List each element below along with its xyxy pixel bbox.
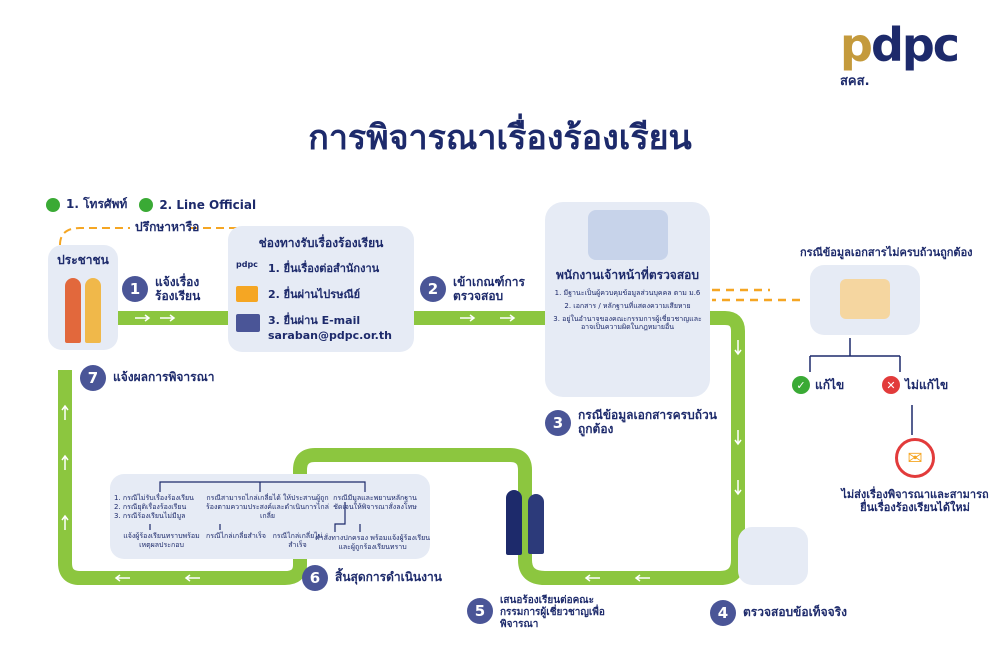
nofix-label: ไม่แก้ไข — [905, 378, 949, 392]
step-6-badge: 6 — [302, 565, 328, 591]
phone-icon — [46, 197, 60, 212]
incomplete-result: ไม่ส่งเรื่องพิจารณาและสามารถยื่นเรื่องร้… — [841, 488, 989, 515]
contact-channels: 1. โทรศัพท์ 2. Line Official — [46, 195, 256, 214]
step-7-label: แจ้งผลการพิจารณา — [113, 370, 215, 384]
email-address[interactable]: saraban@pdpc.or.th — [268, 329, 392, 342]
line-icon — [139, 197, 154, 212]
step-6-label: สิ้นสุดการดำเนินงาน — [335, 570, 442, 584]
cross-icon: ✕ — [882, 376, 900, 394]
step-5-label: เสนอร้องเรียนต่อคณะกรรมการผู้เชี่ยวชาญเพ… — [500, 595, 605, 630]
officer-card: พนักงานเจ้าหน้าที่ตรวจสอบ 1. มีฐานะเป็นผ… — [545, 202, 710, 397]
step-3-label: กรณีข้อมูลเอกสารครบถ้วนถูกต้อง — [578, 408, 717, 437]
channels-card: ช่องทางรับเรื่องร้องเรียน pdpc 1. ยื่นเร… — [228, 226, 414, 352]
people-illustration — [48, 278, 118, 343]
officer-illustration — [587, 210, 668, 260]
fact-check-illustration — [738, 527, 808, 585]
pdpc-office-icon: pdpc — [236, 260, 258, 269]
step-4-badge: 4 — [710, 600, 736, 626]
step-5-badge: 5 — [467, 598, 493, 624]
outcome-arrows — [149, 481, 366, 532]
mail-icon — [236, 286, 258, 302]
incomplete-illustration — [810, 265, 920, 335]
people-card: ประชาชน — [48, 245, 118, 350]
step-4-label: ตรวจสอบข้อเท็จจริง — [743, 605, 847, 619]
no-mail-icon: ✉ — [895, 438, 935, 478]
outcomes-card: 1. กรณีไม่รับเรื่องร้องเรียน 2. กรณียุติ… — [110, 474, 430, 559]
email-icon — [236, 314, 260, 332]
check-icon: ✓ — [792, 376, 810, 394]
consult-label: ปรึกษาหารือ — [135, 220, 200, 234]
step-7-badge: 7 — [80, 365, 106, 391]
step-2-label: เข้าเกณฑ์การตรวจสอบ — [453, 275, 525, 304]
step-2-badge: 2 — [420, 276, 446, 302]
step-3-badge: 3 — [545, 410, 571, 436]
committee-illustration — [492, 480, 557, 560]
incomplete-title: กรณีข้อมูลเอกสารไม่ครบถ้วนถูกต้อง — [800, 246, 973, 259]
fix-label: แก้ไข — [815, 378, 845, 392]
step-1-badge: 1 — [122, 276, 148, 302]
page-title: การพิจารณาเรื่องร้องเรียน — [308, 118, 692, 158]
step-1-label: แจ้งเรื่องร้องเรียน — [155, 275, 201, 304]
logo: pdpc สคส. — [840, 18, 960, 89]
